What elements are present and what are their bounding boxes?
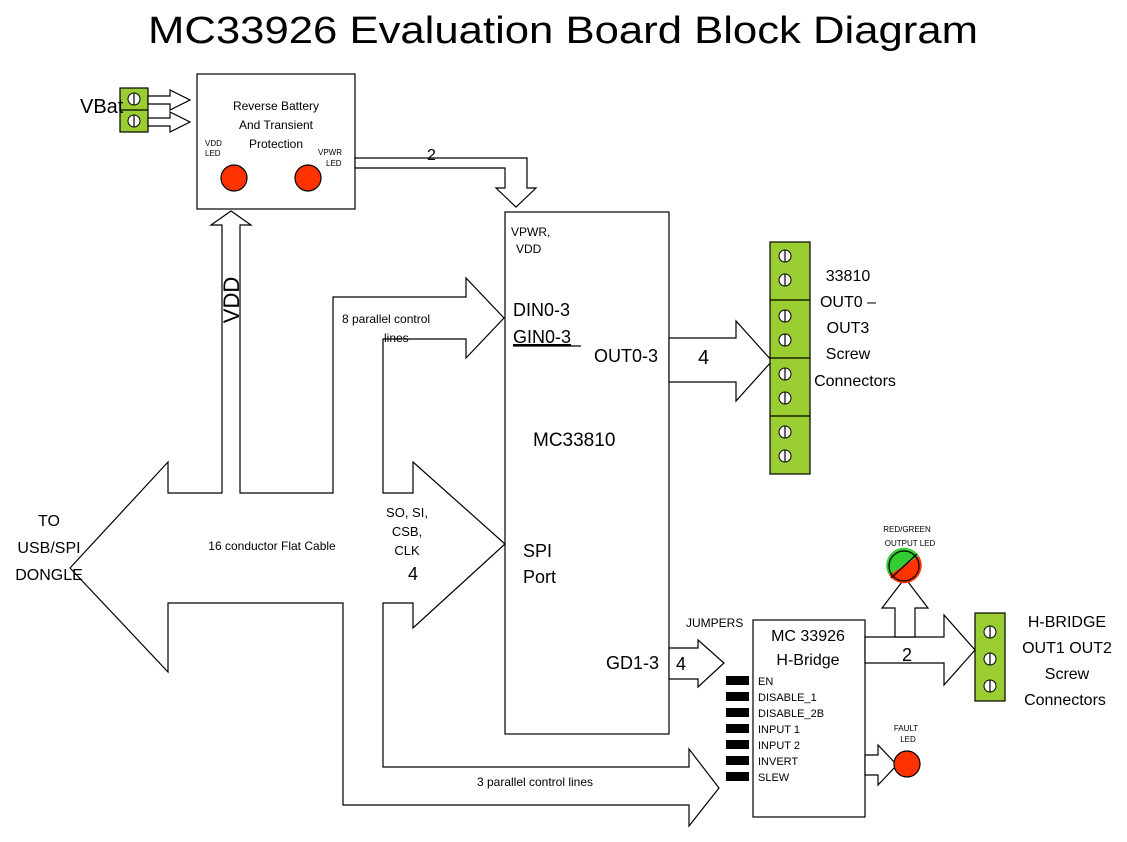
protection-block: [196, 73, 356, 210]
gin-label: GIN0-3: [513, 327, 571, 347]
screw-icon: [778, 425, 792, 439]
vbat-label: VBat: [80, 96, 124, 118]
vdd-led-label-2: LED: [205, 149, 221, 158]
screw-icon: [778, 273, 792, 287]
dongle-label-3: DONGLE: [15, 567, 83, 584]
dongle-label-1: TO: [38, 513, 60, 530]
mc33810-block: [504, 211, 670, 735]
parallel-lines-8-label-1: 8 parallel control: [342, 312, 430, 326]
screw-icon: [983, 625, 997, 639]
jumper-pin-label: INPUT 1: [758, 724, 800, 736]
screw-icon: [983, 679, 997, 693]
spi-port-label-2: Port: [523, 567, 556, 587]
out-connectors-label-1: 33810: [826, 268, 871, 285]
hbridge-connectors-label-3: Screw: [1045, 666, 1090, 683]
spi-signals-count: 4: [408, 564, 418, 584]
screw-icon: [778, 249, 792, 263]
jumper-pin-label: INVERT: [758, 756, 798, 768]
fault-led-arrow: [864, 743, 898, 787]
fault-led-label-2: LED: [900, 735, 916, 744]
jumper-pin-label: EN: [758, 676, 773, 688]
hbridge-connectors-label-2: OUT1 OUT2: [1022, 640, 1112, 657]
screw-icon: [778, 449, 792, 463]
out-connectors-label-4: Screw: [826, 346, 871, 363]
vpwr-led-label-1: VPWR: [318, 148, 342, 157]
jumper-block: [726, 676, 749, 685]
fault-led-icon: [893, 750, 921, 778]
spi-signals-label-2: CSB,: [392, 524, 422, 539]
jumper-pin-label: INPUT 2: [758, 740, 800, 752]
screw-icon: [983, 652, 997, 666]
screw-icon: [778, 391, 792, 405]
spi-signals-label-1: SO, SI,: [386, 505, 428, 520]
out-arrow: [668, 319, 773, 403]
jumper-block: [726, 740, 749, 749]
parallel-lines-8-label-2: lines: [384, 331, 409, 345]
gd-arrow: [668, 638, 725, 689]
out-connectors-label-2: OUT0 –: [820, 294, 876, 311]
spi-signals-label-3: CLK: [394, 543, 420, 558]
vbat-arrow-upper: [147, 89, 192, 111]
mc33810-power-label-1: VPWR,: [511, 225, 550, 239]
hbridge-out-count: 2: [902, 645, 912, 665]
jumper-pin-label: DISABLE_2B: [758, 708, 824, 720]
vpwr-led-icon: [294, 164, 322, 192]
output-led-label-1: RED/GREEN: [883, 525, 931, 534]
out-label: OUT0-3: [594, 346, 658, 366]
vpwr-led-label-2: LED: [326, 159, 342, 168]
out-count: 4: [698, 347, 709, 369]
jumper-block: [726, 724, 749, 733]
vdd-bus-label: VDD: [219, 277, 244, 323]
protection-label-2: And Transient: [239, 118, 314, 132]
vbat-terminal: [119, 87, 149, 133]
jumpers-label: JUMPERS: [686, 616, 743, 630]
jumper-block: [726, 756, 749, 765]
jumper-block: [726, 772, 749, 781]
screw-icon: [778, 367, 792, 381]
jumper-block: [726, 692, 749, 701]
fault-led-label-1: FAULT: [894, 724, 918, 733]
hbridge-block: [752, 619, 866, 818]
hbridge-connectors-label-1: H-BRIDGE: [1028, 614, 1106, 631]
hbridge-connectors-label-4: Connectors: [1024, 692, 1106, 709]
din-label: DIN0-3: [513, 300, 570, 320]
diagram-title: MC33926 Evaluation Board Block Diagram: [148, 10, 978, 52]
vdd-led-icon: [220, 164, 248, 192]
power-bus-arrow: [354, 157, 538, 208]
dongle-label-2: USB/SPI: [17, 540, 80, 557]
flat-cable-label: 16 conductor Flat Cable: [208, 539, 336, 553]
hbridge-connector-block: [974, 612, 1006, 702]
out-connector-block: [769, 241, 811, 475]
hbridge-label-2: H-Bridge: [776, 652, 839, 669]
parallel-lines-3-label: 3 parallel control lines: [477, 775, 593, 789]
jumper-pin-label: DISABLE_1: [758, 692, 817, 704]
screw-icon: [778, 333, 792, 347]
hbridge-label-1: MC 33926: [771, 628, 845, 645]
jumper-block: [726, 708, 749, 717]
output-led-arrow: [880, 577, 930, 638]
screw-icon: [127, 92, 141, 106]
out-connectors-label-3: OUT3: [827, 320, 870, 337]
gd-count: 4: [676, 654, 686, 674]
flat-cable-bus: [69, 210, 720, 828]
hbridge-out-arrow: [864, 613, 976, 687]
gd-label: GD1-3: [606, 653, 659, 673]
vbat-arrow-lower: [147, 111, 192, 133]
screw-icon: [127, 114, 141, 128]
protection-label-1: Reverse Battery: [233, 99, 319, 113]
spi-port-label-1: SPI: [523, 541, 552, 561]
jumper-pin-label: SLEW: [758, 772, 790, 784]
mc33810-power-label-2: VDD: [516, 242, 542, 256]
output-led-icon: [886, 547, 922, 584]
screw-icon: [778, 309, 792, 323]
mc33810-name: MC33810: [533, 430, 615, 451]
out-connectors-label-5: Connectors: [814, 373, 896, 390]
output-led-label-2: OUTPUT LED: [885, 539, 936, 548]
vdd-led-label-1: VDD: [205, 139, 222, 148]
protection-label-3: Protection: [249, 137, 303, 151]
power-bus-count: 2: [427, 147, 436, 164]
